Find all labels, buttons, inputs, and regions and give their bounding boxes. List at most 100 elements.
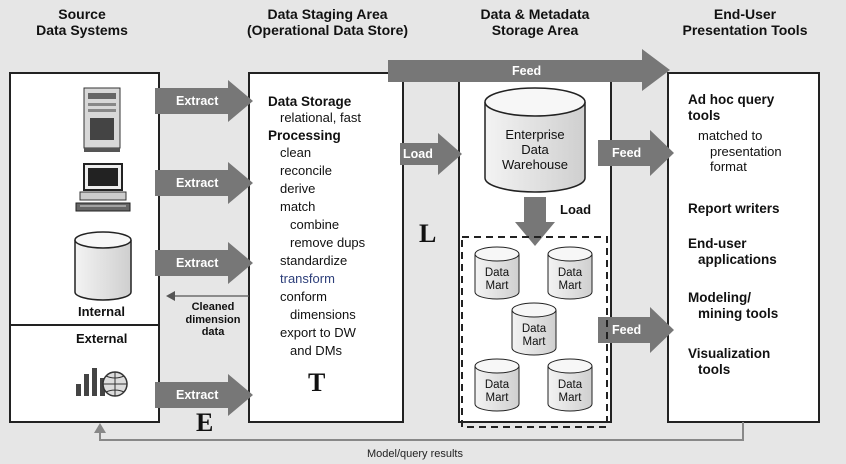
cleaned-line-1: Cleaned bbox=[191, 301, 235, 313]
load-label: Load bbox=[403, 147, 433, 161]
header-staging-line-1: Data Staging Area bbox=[267, 6, 388, 22]
edw-line-3: Warehouse bbox=[502, 156, 568, 172]
mart-3-line-2: Mart bbox=[522, 336, 546, 349]
model-query-results-label: Model/query results bbox=[367, 448, 463, 460]
header-source: Source Data Systems bbox=[12, 6, 152, 38]
step-remove-dups: remove dups bbox=[290, 235, 366, 250]
step-reconcile: reconcile bbox=[280, 163, 333, 178]
staging-panel bbox=[248, 72, 404, 423]
data-mart-group bbox=[461, 236, 608, 428]
tool-report-writers: Report writers bbox=[688, 201, 780, 216]
data-mart-label-1: Data Mart bbox=[477, 267, 517, 293]
tool-adhoc-query: Ad hoc query tools bbox=[688, 92, 774, 123]
header-storage-line-2: Storage Area bbox=[491, 22, 579, 39]
internal-label: Internal bbox=[78, 304, 125, 319]
data-storage-title: Data Storage bbox=[268, 94, 352, 109]
tool-modeling-mining: Modeling/ mining tools bbox=[688, 290, 778, 321]
load-down-arrow bbox=[515, 197, 555, 246]
server-icon bbox=[83, 87, 121, 152]
tool-adhoc-line-1: Ad hoc query bbox=[688, 92, 775, 107]
mart-1-line-1: Data bbox=[484, 267, 510, 279]
model-query-arrowhead bbox=[94, 423, 106, 433]
tool-adhoc-desc-line-3: format bbox=[710, 159, 747, 175]
mart-4-line-1: Data bbox=[484, 379, 510, 391]
desktop-computer-icon bbox=[75, 163, 131, 212]
tool-adhoc-desc-line-1: matched to bbox=[698, 128, 763, 143]
letter-e: E bbox=[196, 408, 214, 437]
model-query-line bbox=[99, 422, 744, 441]
step-dimensions: dimensions bbox=[290, 307, 356, 322]
feed-label-mid: Feed bbox=[612, 146, 642, 160]
step-conform: conform bbox=[280, 289, 327, 304]
step-and-dms: and DMs bbox=[290, 343, 343, 358]
data-mart-cylinder-4 bbox=[474, 358, 520, 412]
header-source-line-1: Source bbox=[58, 6, 106, 22]
step-transform: transform bbox=[280, 271, 335, 286]
database-cylinder-icon bbox=[74, 231, 132, 301]
tool-enduser-line-2: applications bbox=[698, 251, 777, 267]
tool-visual-line-1: Visualization bbox=[688, 346, 771, 361]
letter-t: T bbox=[308, 368, 326, 397]
tools-panel bbox=[667, 72, 820, 423]
data-mart-label-3: Data Mart bbox=[514, 323, 554, 349]
mart-3-line-1: Data bbox=[521, 323, 547, 335]
data-mart-label-2: Data Mart bbox=[550, 267, 590, 293]
mart-5-line-2: Mart bbox=[558, 392, 582, 405]
data-mart-cylinder-1 bbox=[474, 246, 520, 300]
data-mart-cylinder-5 bbox=[547, 358, 593, 412]
letter-l: L bbox=[419, 219, 437, 248]
step-standardize: standardize bbox=[280, 253, 348, 268]
extract-label-2: Extract bbox=[176, 176, 219, 190]
mart-5-line-1: Data bbox=[557, 379, 583, 391]
mart-2-line-2: Mart bbox=[558, 280, 582, 293]
feed-label-low: Feed bbox=[612, 323, 642, 337]
extract-arrow-3 bbox=[155, 242, 253, 284]
tool-adhoc-desc-line-2: presentation bbox=[710, 143, 782, 159]
edw-label: Enterprise Data Warehouse bbox=[495, 127, 575, 173]
header-storage-line-1: Data & Metadata bbox=[480, 6, 590, 22]
edw-line-1: Enterprise bbox=[505, 127, 565, 142]
header-staging: Data Staging Area (Operational Data Stor… bbox=[225, 6, 430, 38]
header-tools: End-User Presentation Tools bbox=[670, 6, 820, 38]
data-mart-cylinder-2 bbox=[547, 246, 593, 300]
cleaned-line-2: dimension bbox=[185, 313, 241, 326]
cleaned-line-3: data bbox=[201, 326, 225, 339]
extract-arrow-2 bbox=[155, 162, 253, 204]
extract-label-4: Extract bbox=[176, 388, 219, 402]
processing-title: Processing bbox=[268, 128, 341, 143]
feed-arrow-top bbox=[388, 49, 670, 91]
feed-arrow-low bbox=[598, 307, 674, 353]
mart-2-line-1: Data bbox=[557, 267, 583, 279]
tool-adhoc-desc: matched to presentation format bbox=[698, 128, 782, 175]
edw-line-2: Data bbox=[521, 141, 549, 157]
cleaned-arrow-head bbox=[166, 291, 175, 301]
step-derive: derive bbox=[280, 181, 316, 196]
header-tools-line-2: Presentation Tools bbox=[682, 22, 808, 39]
load-down-label: Load bbox=[560, 202, 592, 217]
step-export: export to DW bbox=[280, 325, 356, 340]
feed-label-top: Feed bbox=[512, 64, 542, 78]
tool-modeling-line-1: Modeling/ bbox=[688, 290, 751, 305]
tool-visual-line-2: tools bbox=[698, 361, 731, 377]
extract-arrow-1 bbox=[155, 80, 253, 122]
header-tools-line-1: End-User bbox=[713, 6, 777, 22]
data-mart-cylinder-3 bbox=[511, 302, 557, 356]
tool-enduser-line-1: End-user bbox=[688, 236, 747, 251]
load-arrow bbox=[400, 133, 462, 175]
mart-1-line-2: Mart bbox=[485, 280, 509, 293]
chart-globe-icon bbox=[76, 368, 128, 397]
tool-adhoc-line-2: tools bbox=[688, 107, 721, 123]
external-label: External bbox=[76, 331, 128, 346]
data-mart-label-4: Data Mart bbox=[477, 379, 517, 405]
feed-arrow-mid bbox=[598, 130, 674, 176]
tool-visualization: Visualization tools bbox=[688, 346, 770, 377]
extract-arrow-4 bbox=[155, 374, 253, 416]
header-storage: Data & Metadata Storage Area bbox=[450, 6, 620, 38]
tool-end-user-apps: End-user applications bbox=[688, 236, 777, 267]
header-source-line-2: Data Systems bbox=[36, 22, 128, 39]
header-staging-line-2: (Operational Data Store) bbox=[246, 22, 409, 39]
step-match: match bbox=[280, 199, 316, 214]
enterprise-data-warehouse-cylinder bbox=[484, 87, 586, 193]
